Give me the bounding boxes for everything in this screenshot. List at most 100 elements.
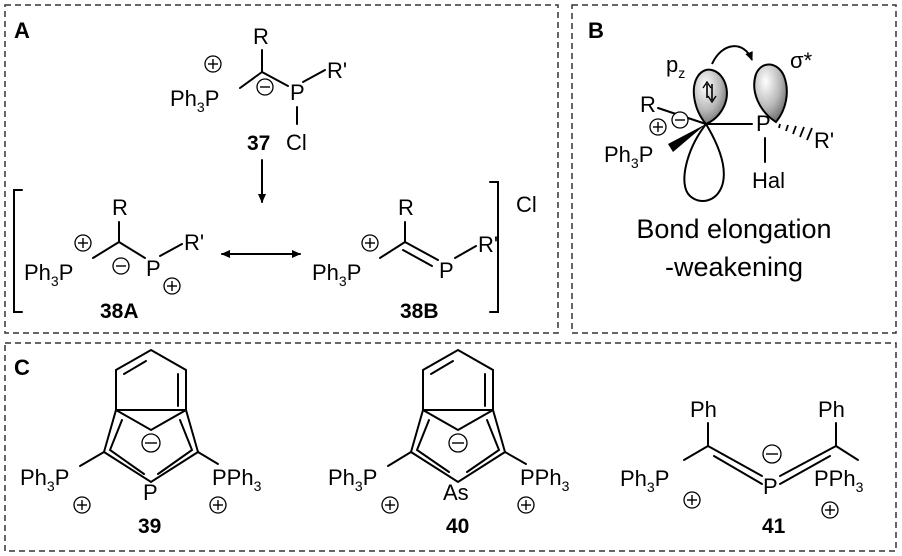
c40-inner-arc-left [415, 419, 450, 473]
compound-40: Ph3P As PPh3 40 [328, 348, 570, 538]
right-bracket [489, 181, 499, 313]
c40-plus-charge-left [381, 496, 399, 514]
c37-right-group: R' [327, 58, 347, 83]
c41-center-atom: P [763, 474, 778, 499]
c37-bond-right [261, 71, 289, 87]
c38a-right-atom: P [146, 256, 161, 281]
c41-left-phenyl: Ph [690, 397, 717, 422]
c40-ring-atom: As [443, 480, 469, 505]
c41-bond-cp-left [707, 445, 763, 477]
pb-left-group: Ph3P [604, 142, 653, 171]
c41-minus-charge [762, 444, 782, 464]
c39-plus-charge-right [209, 496, 227, 514]
sigma-star-lobe [753, 63, 788, 124]
panel-a-label: A [14, 18, 30, 43]
c40-minus-charge [448, 433, 468, 453]
c40-right-group: PPh3 [520, 465, 570, 494]
c41-plus-charge-left [683, 491, 701, 509]
c39-left-group: Ph3P [20, 465, 69, 494]
pb-plus-charge [649, 118, 667, 136]
pb-minus-charge [671, 111, 689, 129]
p-orbital-upper-lobe [692, 68, 728, 126]
c41-bond-cp-right [779, 445, 837, 477]
c37-bond-r-prime [302, 69, 326, 83]
orbital-diagram [683, 45, 788, 203]
c38a-plus-charge-left [74, 234, 92, 252]
sigma-star-label: σ* [790, 48, 813, 73]
c40-inner-arc-right [466, 419, 501, 473]
c41-number: 41 [762, 515, 786, 538]
c38a-right-group: R' [184, 230, 204, 255]
c38b-left-group: Ph3P [312, 260, 361, 289]
pb-hashed-bond [778, 123, 813, 141]
c40-benzene-ring [422, 348, 494, 432]
c38a-substituent: R [112, 195, 128, 220]
c38b-bond-left [379, 241, 406, 259]
c38a-bond-r-prime [159, 243, 183, 257]
c38b-double-bond-2 [402, 249, 433, 267]
c39-right-group: PPh3 [212, 465, 262, 494]
c39-plus-charge-left [73, 496, 91, 514]
pb-substituent: R [640, 92, 656, 117]
c40-number: 40 [446, 515, 469, 538]
pb-center-atom: P [756, 111, 771, 136]
c37-right-atom: P [290, 80, 305, 105]
c38a-plus-charge-right [163, 277, 181, 295]
p-orbital-lower-lobe [683, 122, 725, 203]
c40-bond-right [504, 451, 527, 465]
c37-halide: Cl [286, 130, 307, 155]
c39-minus-charge [141, 433, 161, 453]
c41-left-group: Ph3P [620, 466, 669, 495]
c41-right-group: PPh3 [814, 466, 864, 495]
panel-b-label: B [588, 18, 604, 43]
c39-five-ring [102, 409, 200, 484]
counter-ion: Cl [516, 192, 537, 217]
caption-line-1: Bond elongation [636, 214, 831, 244]
c39-inner-arc-right [157, 419, 194, 475]
c37-left-group: Ph3P [170, 86, 219, 115]
c38a-minus-charge [112, 257, 130, 275]
pz-label: pz [666, 52, 685, 81]
c37-minus-charge [256, 78, 274, 96]
c39-bond-right [197, 451, 219, 465]
panel-c-frame [4, 342, 897, 552]
c37-substituent: R [253, 24, 269, 49]
panel-c-label: C [14, 355, 30, 380]
c38b-number: 38B [400, 300, 439, 323]
c41-bond-p-left [683, 445, 709, 461]
c37-bond-left [239, 71, 263, 89]
c39-benzene-ring [115, 348, 187, 432]
c39-inner-arc-left [108, 419, 145, 475]
c41-right-phenyl: Ph [818, 397, 845, 422]
left-bracket [13, 189, 23, 313]
c39-number: 39 [138, 515, 161, 538]
c38b-right-atom: P [439, 258, 454, 283]
c39-bond-left [79, 451, 105, 467]
compound-38a: R Ph3P P R' 38A [24, 195, 204, 323]
compound-39: Ph3P P PPh3 39 [20, 348, 262, 538]
compound-37: R Ph3P P R' Cl 37 [170, 24, 347, 155]
c38a-number: 38A [100, 300, 139, 323]
c38a-bond-left [92, 241, 120, 259]
c41-delocalized-arc [713, 455, 831, 485]
c40-plus-charge-right [517, 496, 535, 514]
c40-bond-left [387, 451, 412, 467]
compound-41: Ph Ph Ph3P P PPh3 41 [620, 397, 864, 538]
c40-left-group: Ph3P [328, 465, 377, 494]
compound-38b: R Ph3P P R' 38B [312, 195, 498, 323]
c38b-double-bond-1 [404, 241, 439, 261]
c37-plus-charge [204, 55, 222, 73]
caption-line-2: -weakening [665, 252, 803, 282]
donation-arrow [711, 45, 753, 65]
c38b-substituent: R [398, 195, 414, 220]
pb-halide: Hal [752, 168, 785, 193]
c38b-right-group: R' [478, 232, 498, 257]
pb-right-group: R' [814, 128, 834, 153]
c37-number: 37 [247, 132, 270, 155]
c38a-left-group: Ph3P [24, 260, 73, 289]
c38b-bond-r-prime [454, 245, 477, 259]
c40-five-ring [409, 409, 507, 484]
c41-plus-charge-right [821, 501, 839, 519]
c39-ring-atom: P [143, 480, 158, 505]
